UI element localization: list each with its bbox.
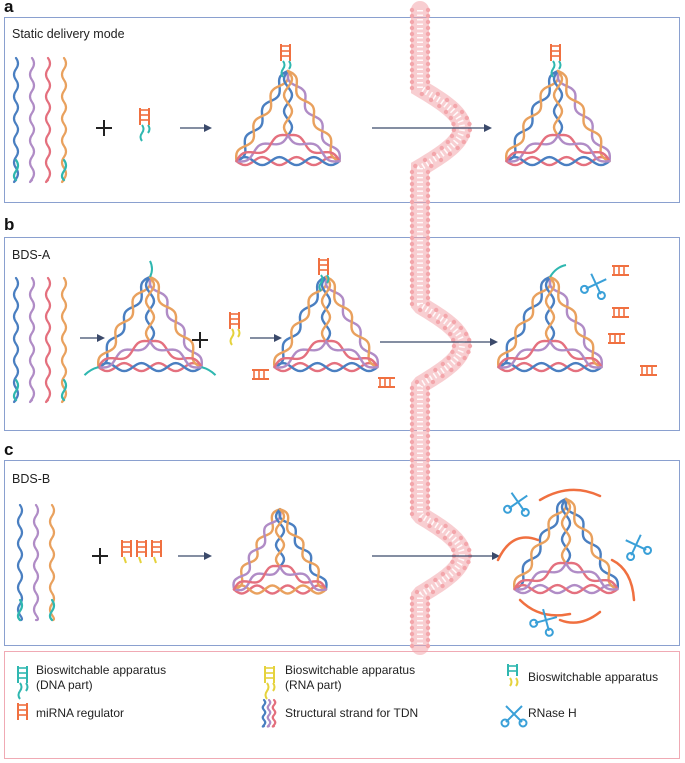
bioswitch-on-tdn-a1 — [280, 44, 292, 78]
arrow-b2 — [250, 334, 282, 342]
bioswitch-input-a — [139, 108, 151, 142]
rna-fragment-4 — [610, 558, 636, 602]
legend-box — [4, 651, 680, 759]
mirna-released-b4 — [640, 365, 657, 376]
legend-label-rna-part-line2: (RNA part) — [285, 678, 342, 692]
cell-membrane — [409, 1, 473, 655]
bioswitch-dna-icon — [17, 666, 29, 700]
rnase-h-c1 — [503, 492, 530, 517]
mirna-reg-c2 — [136, 540, 147, 564]
mirna-regulator-icon — [139, 108, 150, 125]
panel-a-label: Static delivery mode — [12, 27, 125, 41]
mirna-regulator-icon — [136, 540, 147, 557]
mirna-regulator-icon — [17, 703, 28, 720]
mirna-regulator-icon — [318, 258, 329, 275]
legend-label-dna-part: Bioswitchable apparatus (DNA part) — [36, 663, 166, 693]
legend-label-mirna: miRNA regulator — [36, 706, 125, 720]
plus-sign-c1 — [92, 548, 108, 564]
mirna-regulator-icon — [17, 666, 28, 683]
arrow-c2 — [372, 552, 500, 560]
tdn-b-loaded — [252, 258, 395, 388]
panel-b-label: BDS-A — [12, 248, 51, 262]
panel-letter-b: b — [4, 215, 15, 234]
mirna-released-b1 — [612, 265, 629, 276]
plus-sign-b1 — [192, 332, 208, 348]
tdn-c-cleaved — [513, 497, 619, 595]
legend-label-dna-part-line2: (DNA part) — [36, 678, 93, 692]
structural-strands-c — [16, 503, 56, 622]
mirna-regulator-icon — [264, 666, 275, 683]
bioswitch-on-tdn-b-right — [378, 377, 395, 388]
panel-c-label: BDS-B — [12, 472, 51, 486]
legend-label-rnase-h: RNase H — [528, 706, 577, 720]
mirna-regulator-icon — [121, 540, 132, 557]
tdn-b-released — [497, 263, 603, 373]
arrow-a2 — [372, 124, 492, 132]
arrow-c1 — [178, 552, 212, 560]
mirna-reg-c1 — [121, 540, 132, 564]
panel-letter-a: a — [4, 0, 14, 16]
rnase-h-legend-icon — [500, 705, 528, 728]
structural-strands-a — [12, 56, 68, 184]
mirna-regulator-icon — [151, 540, 162, 557]
mirna-regulator-icon — [280, 44, 291, 61]
bioswitch-on-tdn-b-left — [252, 369, 269, 380]
tdn-a-after — [505, 44, 611, 167]
tdn-a-before — [235, 44, 341, 167]
legend-label-rna-part: Bioswitchable apparatus (RNA part) — [285, 663, 415, 693]
panel-letter-c: c — [4, 440, 14, 459]
mirna-regulator-icon — [229, 312, 240, 329]
rnase-h-c3 — [529, 608, 558, 637]
mirna-released-b2 — [612, 307, 629, 318]
arrow-a1 — [180, 124, 212, 132]
mirna-regulator-icon — [507, 664, 518, 676]
panel-b-frame — [4, 237, 680, 431]
arrow-b3 — [380, 338, 498, 346]
legend-label-full-apparatus: Bioswitchable apparatus — [528, 670, 659, 684]
mirna-reg-c3 — [151, 540, 162, 564]
panel-a-frame — [4, 17, 680, 203]
rna-fragment-3 — [538, 488, 602, 502]
rna-fragment-5 — [558, 610, 602, 624]
legend-label-structural-strand: Structural strand for TDN — [285, 706, 419, 720]
rnase-h-c2 — [625, 534, 653, 562]
legend-label-dna-part-line1: Bioswitchable apparatus — [36, 663, 167, 677]
bioswitch-full-icon — [507, 664, 519, 687]
mirna-regulator-icon — [550, 44, 561, 61]
bioswitch-on-tdn-b-top — [318, 258, 330, 292]
bioswitch-on-tdn-a2 — [550, 44, 562, 78]
rnase-h-b — [579, 273, 607, 301]
rna-fragment-1 — [496, 536, 540, 562]
legend-label-rna-part-line1: Bioswitchable apparatus — [285, 663, 416, 677]
bioswitch-rna-icon — [264, 666, 276, 700]
structural-strand-icon — [261, 698, 277, 728]
plus-sign-a1 — [96, 120, 112, 136]
tdn-c-hybrid — [232, 508, 328, 595]
rna-fragment-2 — [518, 598, 572, 617]
structural-strands-b — [12, 276, 68, 404]
mirna-released-b3 — [608, 333, 625, 344]
arrow-b1 — [80, 334, 105, 342]
tdn-b-naked — [83, 260, 217, 376]
bioswitch-rna-input-b — [229, 312, 241, 346]
